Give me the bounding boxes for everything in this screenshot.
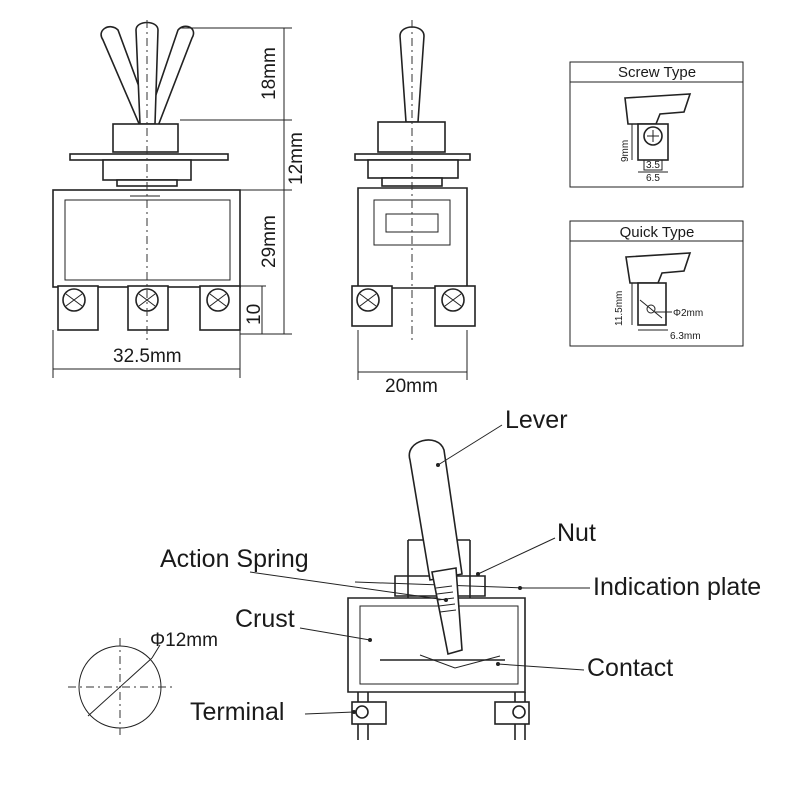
front-bushing	[112, 123, 179, 153]
inset-quick-type: Quick Type 11.5mm Φ2mm 6.3mm	[569, 220, 744, 347]
label-crust: Crust	[235, 605, 295, 633]
inset-screw-type: Screw Type 9mm 3.5 6.5	[569, 61, 744, 188]
dim-lever-height: 18mm	[259, 47, 280, 100]
part-labels: Lever Nut Action Spring Indication plate…	[160, 406, 761, 726]
label-indication-plate: Indication plate	[593, 573, 761, 601]
label-action-spring: Action Spring	[160, 545, 309, 573]
dim-bushing-height: 12mm	[286, 132, 307, 185]
label-lever: Lever	[505, 406, 568, 434]
inset-quick-hole: Φ2mm	[673, 308, 703, 319]
dim-body-height: 29mm	[259, 215, 280, 268]
inset-screw-height: 9mm	[620, 140, 631, 162]
label-terminal: Terminal	[190, 698, 284, 726]
dim-body-width: 32.5mm	[113, 346, 182, 367]
dim-body-depth: 20mm	[385, 376, 438, 397]
label-contact: Contact	[587, 654, 673, 682]
section-crust	[347, 597, 526, 693]
panel-hole: Φ12mm	[68, 630, 218, 735]
side-view	[351, 20, 476, 340]
inset-quick-height: 11.5mm	[614, 291, 625, 326]
front-levers	[100, 21, 195, 127]
side-dimensions: 20mm	[357, 330, 468, 397]
inset-quick-width: 6.3mm	[670, 331, 701, 342]
front-terminals	[57, 285, 241, 331]
front-indication-plate	[69, 153, 229, 161]
inset-screw-title: Screw Type	[618, 64, 696, 81]
label-nut: Nut	[557, 519, 596, 547]
section-lever	[408, 439, 463, 581]
front-view	[52, 20, 241, 340]
dim-terminal-height: 10	[244, 304, 265, 325]
cross-section	[347, 439, 530, 740]
inset-screw-outer: 6.5	[646, 173, 660, 184]
side-terminals	[351, 285, 476, 327]
dim-panel-hole: Φ12mm	[150, 630, 218, 651]
front-dimensions: 18mm 12mm 29mm 10 32.5mm	[52, 27, 307, 378]
inset-quick-title: Quick Type	[620, 224, 695, 241]
inset-screw-inner: 3.5	[646, 160, 660, 171]
